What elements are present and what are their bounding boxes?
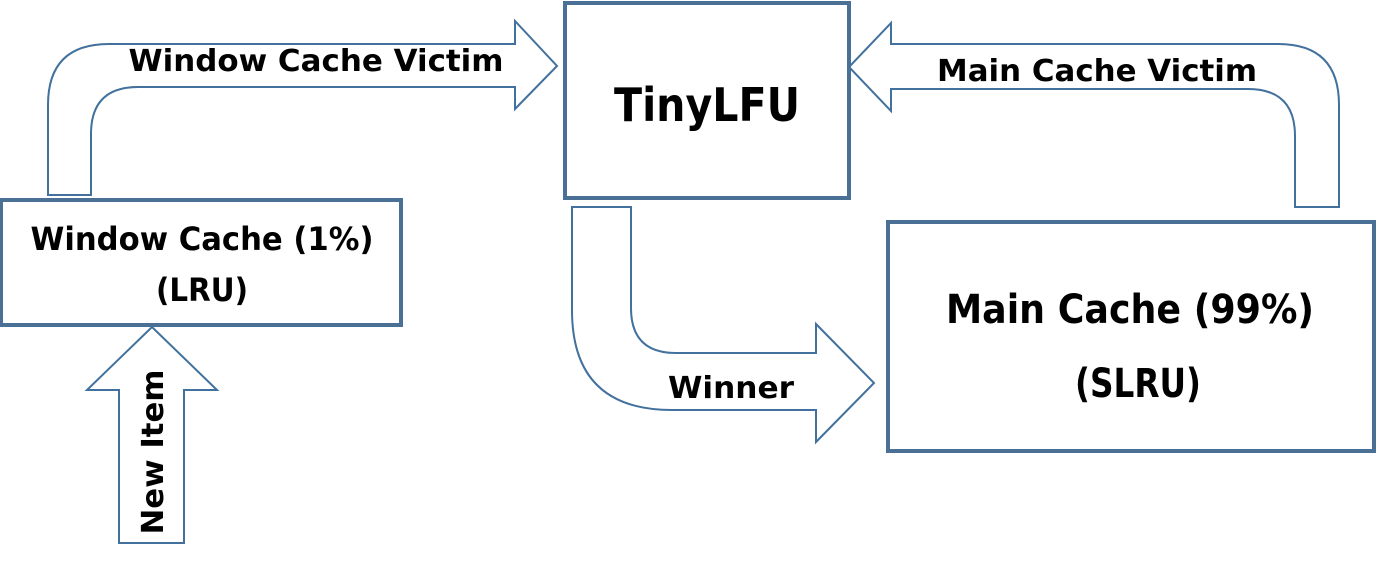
winner-arrow-shape xyxy=(571,206,876,445)
window-cache-box: Window Cache (1%) (LRU) xyxy=(0,198,403,327)
main-cache-box: Main Cache (99%) (SLRU) xyxy=(886,220,1376,453)
tinylfu-label: TinyLFU xyxy=(614,78,800,132)
window-cache-victim-label: Window Cache Victim xyxy=(129,44,504,79)
new-item-arrow: New Item xyxy=(84,325,220,544)
window-cache-victim-arrow: Window Cache Victim xyxy=(47,18,559,196)
new-item-arrow-shape xyxy=(84,325,220,544)
window-cache-victim-arrow-shape xyxy=(47,18,559,196)
main-cache-policy: (SLRU) xyxy=(1075,361,1201,407)
window-cache-box-frame xyxy=(0,198,403,327)
new-item-label: New Item xyxy=(136,370,171,535)
main-cache-victim-label: Main Cache Victim xyxy=(937,54,1257,89)
window-cache-title: Window Cache (1%) xyxy=(31,220,374,258)
tinylfu-box-frame xyxy=(563,1,851,200)
main-cache-victim-arrow: Main Cache Victim xyxy=(847,20,1340,208)
window-cache-policy: (LRU) xyxy=(156,271,248,309)
tinylfu-box: TinyLFU xyxy=(563,1,851,200)
winner-label: Winner xyxy=(668,371,794,406)
main-cache-title: Main Cache (99%) xyxy=(946,287,1314,333)
winner-arrow: Winner xyxy=(571,206,876,445)
main-cache-victim-arrow-shape xyxy=(847,20,1340,208)
main-cache-box-frame xyxy=(886,220,1376,453)
